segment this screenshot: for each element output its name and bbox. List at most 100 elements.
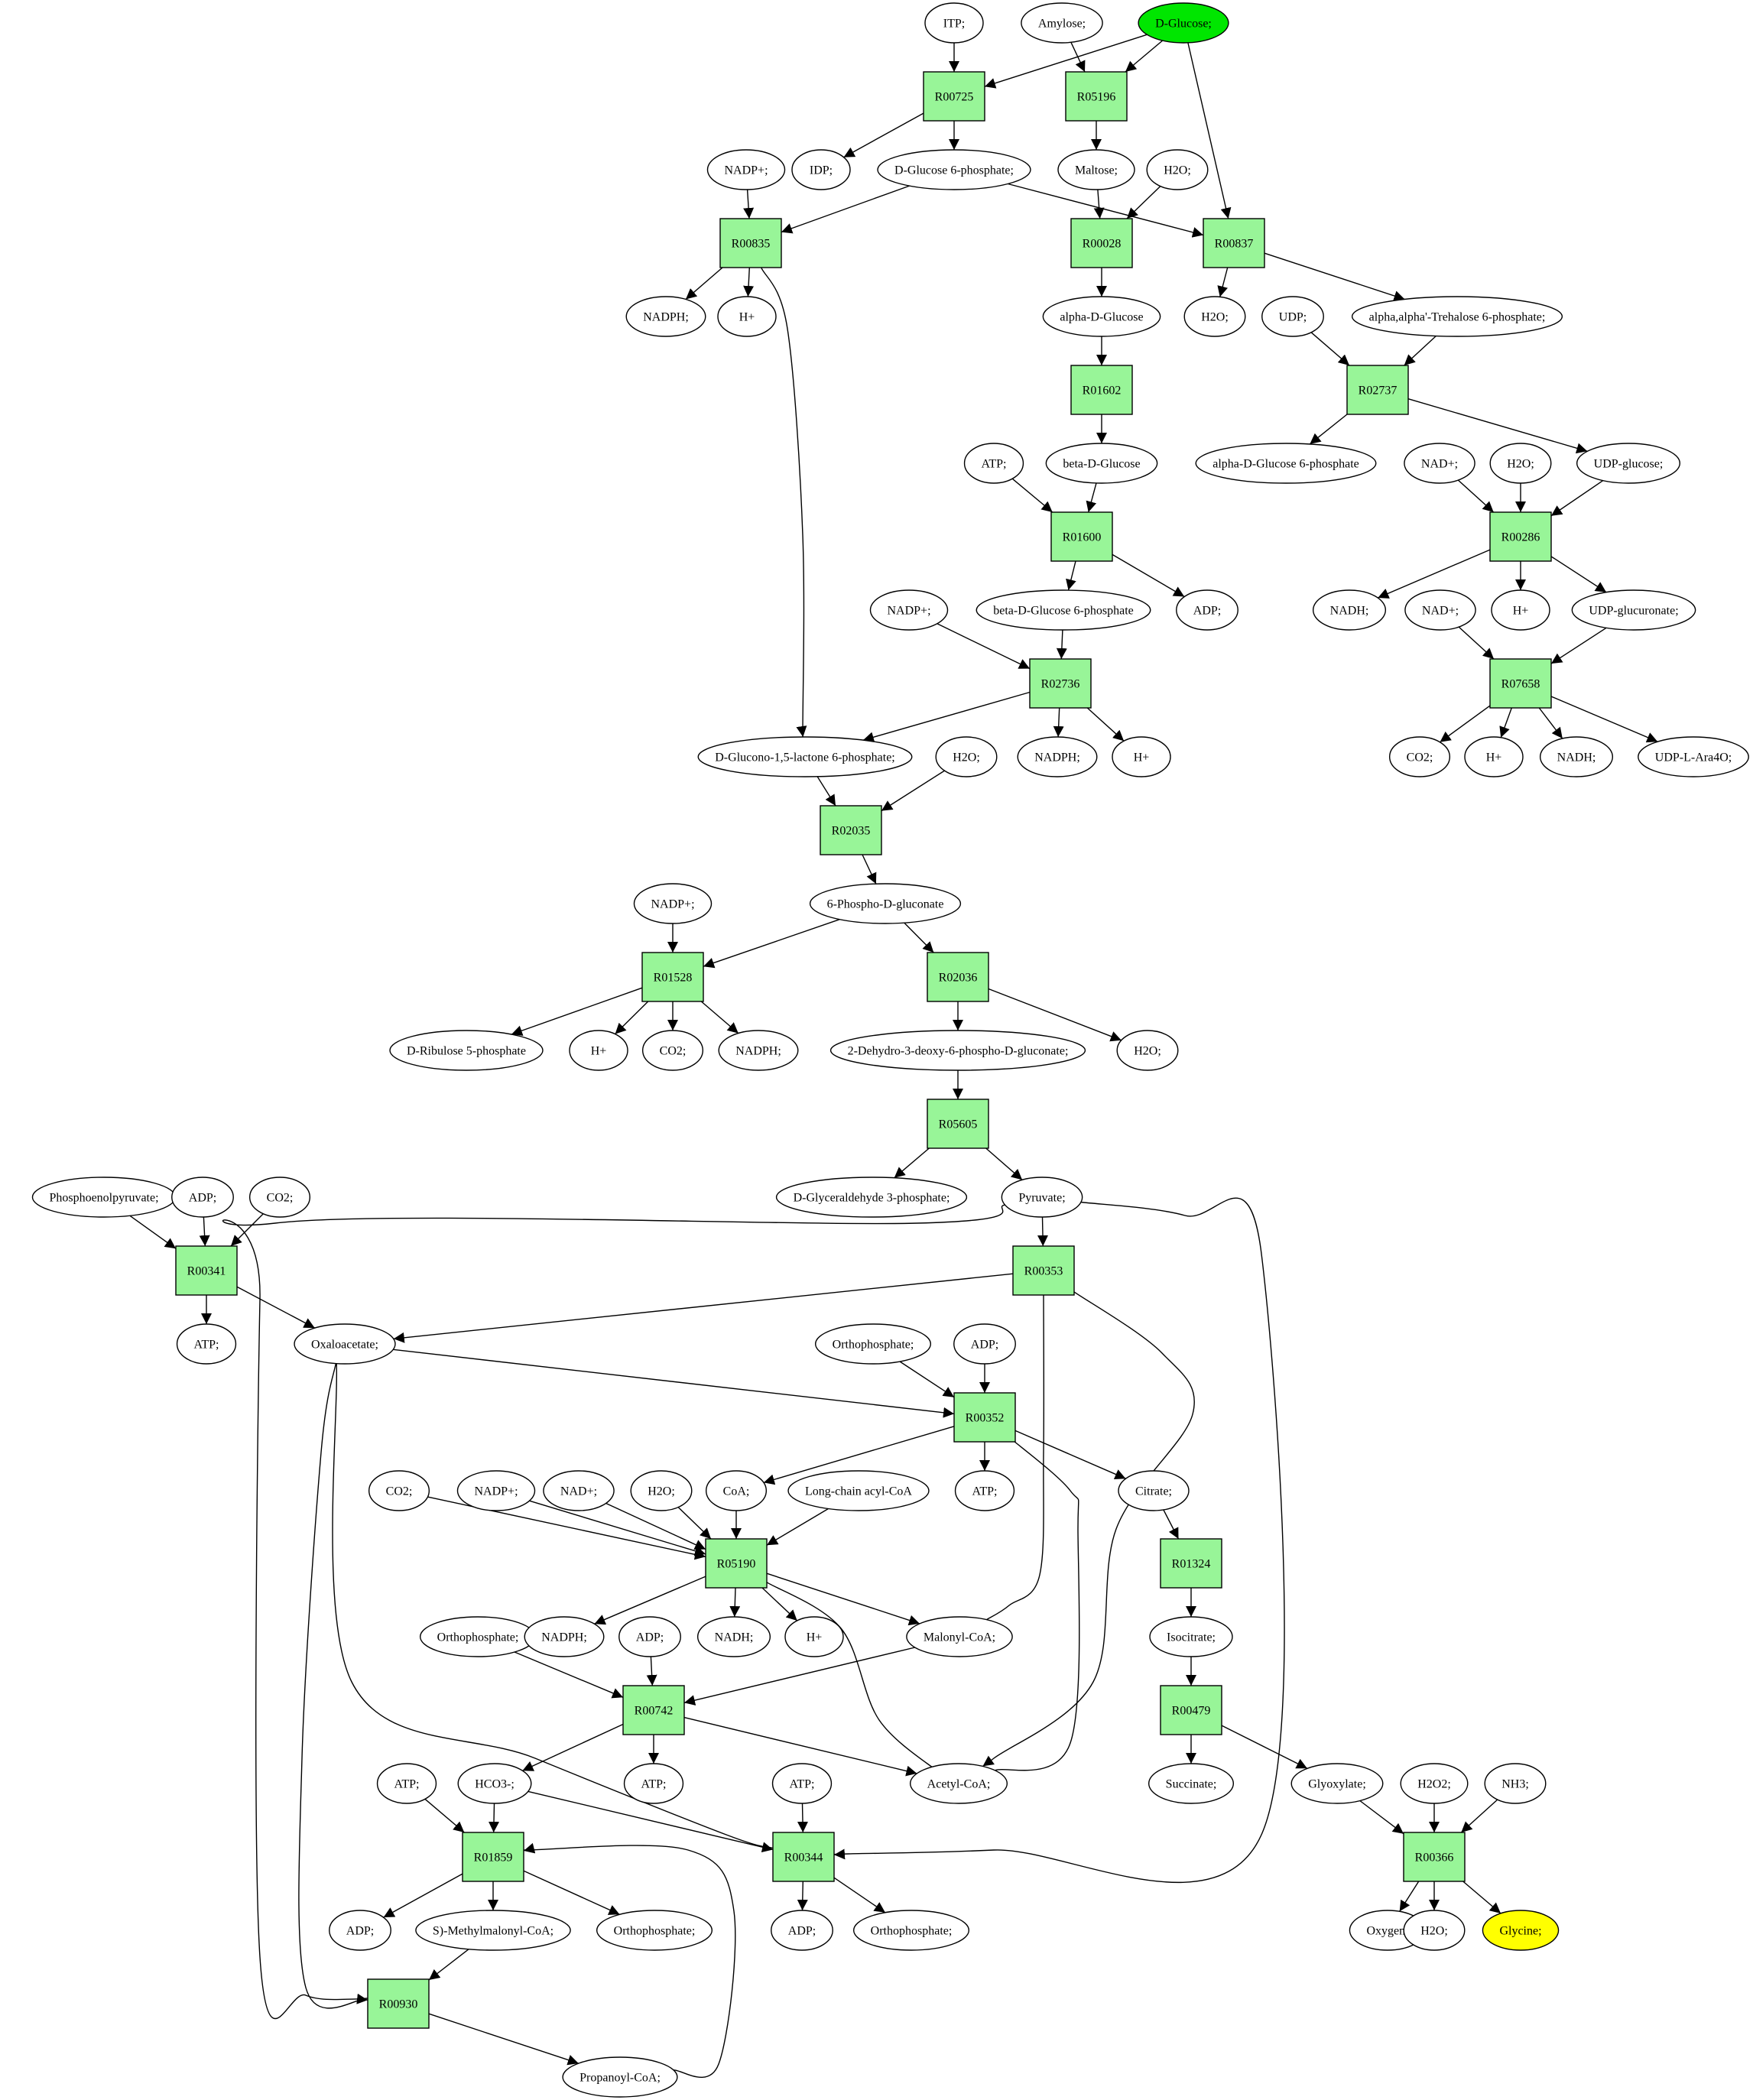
compound-node-isocitrate[interactable]: Isocitrate; <box>1149 1616 1233 1657</box>
compound-node-ru5p[interactable]: D-Ribulose 5-phosphate <box>389 1030 544 1071</box>
compound-node-propcoa[interactable]: Propanoyl-CoA; <box>562 2056 678 2098</box>
compound-node-bg6p[interactable]: beta-D-Glucose 6-phosphate <box>976 589 1151 631</box>
reaction-node-r07658[interactable]: R07658 <box>1489 658 1552 709</box>
compound-node-nadh_c[interactable]: NADH; <box>696 1616 771 1657</box>
reaction-node-r00725[interactable]: R00725 <box>923 71 985 122</box>
reaction-node-r00352[interactable]: R00352 <box>953 1392 1016 1443</box>
compound-node-atp_c[interactable]: ATP; <box>954 1470 1015 1511</box>
compound-node-itp[interactable]: ITP; <box>924 2 984 44</box>
compound-node-idp[interactable]: IDP; <box>791 149 851 190</box>
compound-node-adp_b[interactable]: ADP; <box>171 1177 234 1218</box>
compound-node-dglucose[interactable]: D-Glucose; <box>1138 2 1229 44</box>
reaction-node-r02036[interactable]: R02036 <box>927 952 989 1002</box>
compound-node-maltose[interactable]: Maltose; <box>1057 149 1135 190</box>
compound-node-glyoxylate[interactable]: Glyoxylate; <box>1290 1763 1384 1804</box>
reaction-node-r01600[interactable]: R01600 <box>1050 511 1113 562</box>
reaction-node-r00286[interactable]: R00286 <box>1489 511 1552 562</box>
compound-node-nh3[interactable]: NH3; <box>1484 1763 1547 1804</box>
compound-node-pep[interactable]: Phosphoenolpyruvate; <box>31 1177 177 1218</box>
compound-node-adp_e[interactable]: ADP; <box>329 1910 391 1951</box>
reaction-node-r02736[interactable]: R02736 <box>1029 658 1092 709</box>
compound-node-adp_d[interactable]: ADP; <box>618 1616 681 1657</box>
compound-node-pi_a[interactable]: Orthophosphate; <box>814 1323 932 1365</box>
compound-node-nadp4[interactable]: NADP+; <box>456 1470 536 1511</box>
compound-node-kdpg[interactable]: 2-Dehydro-3-deoxy-6-phospho-D-gluconate; <box>829 1030 1086 1071</box>
compound-node-h2o_a[interactable]: H2O; <box>1146 149 1209 190</box>
compound-node-hco3[interactable]: HCO3-; <box>457 1763 532 1804</box>
compound-node-oaa[interactable]: Oxaloacetate; <box>294 1323 396 1365</box>
compound-node-aglc[interactable]: alpha-D-Glucose <box>1042 296 1161 337</box>
compound-node-h2o_c[interactable]: H2O; <box>1489 443 1552 484</box>
compound-node-adp_a[interactable]: ADP; <box>1176 589 1238 631</box>
compound-node-nadh_b[interactable]: NADH; <box>1539 736 1614 777</box>
compound-node-co2_d[interactable]: CO2; <box>368 1470 430 1511</box>
compound-node-nadph_d[interactable]: NADPH; <box>524 1616 605 1657</box>
compound-node-h2o2[interactable]: H2O2; <box>1400 1763 1469 1804</box>
compound-node-g6p[interactable]: D-Glucose 6-phosphate; <box>877 149 1031 190</box>
reaction-node-r02737[interactable]: R02737 <box>1346 365 1409 415</box>
compound-node-nad_c[interactable]: NAD+; <box>543 1470 615 1511</box>
reaction-node-r01528[interactable]: R01528 <box>641 952 704 1002</box>
compound-node-amylose[interactable]: Amylose; <box>1021 2 1103 44</box>
compound-node-malcoa[interactable]: Malonyl-CoA; <box>906 1616 1013 1657</box>
compound-node-hplus_b[interactable]: H+ <box>1491 589 1550 631</box>
compound-node-nadph_b[interactable]: NADPH; <box>1017 736 1098 777</box>
compound-node-pi_c[interactable]: Orthophosphate; <box>596 1910 713 1951</box>
reaction-node-r00837[interactable]: R00837 <box>1203 218 1265 268</box>
reaction-node-r00341[interactable]: R00341 <box>175 1245 238 1296</box>
reaction-node-r00742[interactable]: R00742 <box>622 1685 685 1735</box>
compound-node-nadh_a[interactable]: NADH; <box>1312 589 1387 631</box>
reaction-node-r01324[interactable]: R01324 <box>1160 1538 1222 1589</box>
compound-node-hplus_e[interactable]: H+ <box>569 1030 628 1071</box>
reaction-node-r01859[interactable]: R01859 <box>462 1832 524 1882</box>
compound-node-glucono[interactable]: D-Glucono-1,5-lactone 6-phosphate; <box>697 736 913 777</box>
compound-node-citrate[interactable]: Citrate; <box>1118 1470 1190 1511</box>
compound-node-udpglcur[interactable]: UDP-glucuronate; <box>1571 589 1696 631</box>
compound-node-co2_b[interactable]: CO2; <box>641 1030 704 1071</box>
compound-node-hplus_c[interactable]: H+ <box>1112 736 1171 777</box>
compound-node-succinate[interactable]: Succinate; <box>1148 1763 1235 1804</box>
reaction-node-r00353[interactable]: R00353 <box>1012 1245 1075 1296</box>
reaction-node-r00028[interactable]: R00028 <box>1070 218 1133 268</box>
compound-node-hplus_a[interactable]: H+ <box>717 296 777 337</box>
compound-node-udpglc[interactable]: UDP-glucose; <box>1576 443 1681 484</box>
compound-node-acetylcoa[interactable]: Acetyl-CoA; <box>909 1763 1008 1804</box>
compound-node-atp_f[interactable]: ATP; <box>771 1763 833 1804</box>
reaction-node-r00835[interactable]: R00835 <box>719 218 782 268</box>
compound-node-atp_d[interactable]: ATP; <box>623 1763 684 1804</box>
compound-node-pi_d[interactable]: Orthophosphate; <box>852 1910 970 1951</box>
reaction-node-r05190[interactable]: R05190 <box>705 1538 768 1589</box>
compound-node-atp_b[interactable]: ATP; <box>176 1323 237 1365</box>
compound-node-co2_c[interactable]: CO2; <box>248 1177 311 1218</box>
reaction-node-r05196[interactable]: R05196 <box>1065 71 1128 122</box>
compound-node-smmcoa[interactable]: S)-Methylmalonyl-CoA; <box>415 1910 571 1951</box>
compound-node-atp_e[interactable]: ATP; <box>376 1763 437 1804</box>
compound-node-co2_a[interactable]: CO2; <box>1388 736 1451 777</box>
compound-node-pyruvate[interactable]: Pyruvate; <box>1001 1177 1083 1218</box>
compound-node-udp[interactable]: UDP; <box>1261 296 1324 337</box>
compound-node-nadp3[interactable]: NADP+; <box>633 883 713 924</box>
compound-node-adp_c[interactable]: ADP; <box>953 1323 1016 1365</box>
compound-node-nadp1[interactable]: NADP+; <box>706 149 786 190</box>
compound-node-h2o_e[interactable]: H2O; <box>1116 1030 1179 1071</box>
compound-node-hplus_d[interactable]: H+ <box>1464 736 1524 777</box>
compound-node-h2o_f[interactable]: H2O; <box>630 1470 693 1511</box>
reaction-node-r00479[interactable]: R00479 <box>1160 1685 1222 1735</box>
compound-node-h2o_g[interactable]: H2O; <box>1403 1910 1466 1951</box>
compound-node-adp_f[interactable]: ADP; <box>771 1910 833 1951</box>
reaction-node-r00344[interactable]: R00344 <box>772 1832 835 1882</box>
compound-node-ag6p[interactable]: alpha-D-Glucose 6-phosphate <box>1195 443 1377 484</box>
compound-node-coa[interactable]: CoA; <box>705 1470 768 1511</box>
compound-node-nadp2[interactable]: NADP+; <box>869 589 949 631</box>
compound-node-pgluconate[interactable]: 6-Phospho-D-gluconate <box>809 883 962 924</box>
compound-node-udparа[interactable]: UDP-L-Ara4O; <box>1638 736 1749 777</box>
reaction-node-r01602[interactable]: R01602 <box>1070 365 1133 415</box>
compound-node-pi_b[interactable]: Orthophosphate; <box>419 1616 537 1657</box>
compound-node-lcacoa[interactable]: Long-chain acyl-CoA <box>787 1470 930 1511</box>
compound-node-hplus_f[interactable]: H+ <box>784 1616 844 1657</box>
compound-node-ga3p[interactable]: D-Glyceraldehyde 3-phosphate; <box>775 1177 968 1218</box>
compound-node-glycine[interactable]: Glycine; <box>1482 1910 1560 1951</box>
reaction-node-r05605[interactable]: R05605 <box>927 1099 989 1149</box>
compound-node-nad_b[interactable]: NAD+; <box>1404 589 1476 631</box>
compound-node-nad_a[interactable]: NAD+; <box>1404 443 1475 484</box>
